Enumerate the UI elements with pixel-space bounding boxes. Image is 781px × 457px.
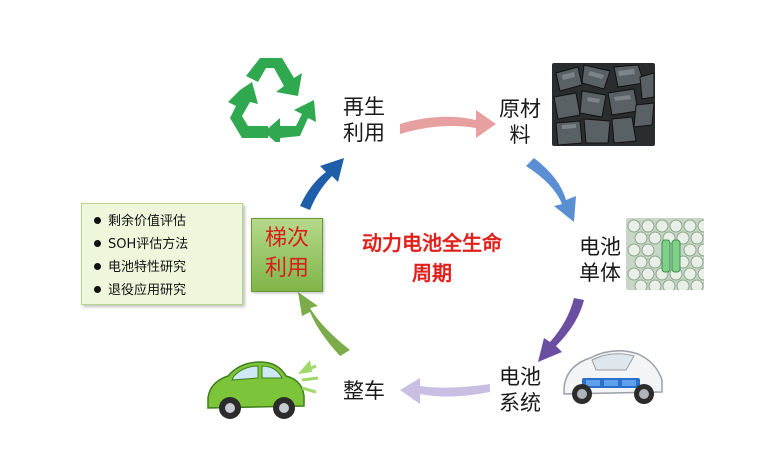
bullet-icon bbox=[94, 240, 101, 247]
ev-chassis-photo bbox=[563, 350, 663, 404]
bullet-icon bbox=[94, 286, 101, 293]
green-car-photo bbox=[207, 360, 319, 419]
node-regeneration-line1: 再生 bbox=[343, 95, 385, 119]
bullet-icon bbox=[94, 263, 101, 270]
node-regeneration-line2: 利用 bbox=[343, 121, 385, 145]
arrow-vehicle-to-cascade bbox=[298, 292, 350, 356]
cascade-use-line2: 利用 bbox=[264, 256, 309, 281]
center-title-line1: 动力电池全生命 bbox=[362, 231, 502, 255]
note-text: SOH评估方法 bbox=[108, 237, 189, 252]
note-text: 电池特性研究 bbox=[108, 260, 187, 275]
cascade-use-line1: 梯次 bbox=[264, 226, 309, 251]
note-text: 剩余价值评估 bbox=[108, 214, 187, 229]
arrow-system-to-vehicle bbox=[400, 378, 490, 404]
node-raw-material: 原材 料 bbox=[496, 96, 544, 148]
node-battery-system-line1: 电池 bbox=[499, 365, 541, 389]
center-title-line2: 周期 bbox=[412, 261, 452, 285]
cascade-use-box: 梯次 利用 bbox=[251, 218, 323, 292]
note-text: 退役应用研究 bbox=[108, 283, 187, 298]
arrow-cell-to-system bbox=[538, 298, 584, 362]
node-battery-cell: 电池 单体 bbox=[576, 234, 624, 286]
list-item: SOH评估方法 bbox=[94, 233, 234, 256]
battery-cells-photo bbox=[626, 218, 704, 290]
raw-material-photo bbox=[552, 63, 655, 146]
node-regeneration: 再生 利用 bbox=[340, 94, 388, 146]
node-battery-system: 电池 系统 bbox=[496, 364, 544, 416]
center-title: 动力电池全生命 周期 bbox=[340, 228, 524, 288]
node-vehicle: 整车 bbox=[338, 378, 390, 404]
node-vehicle-line1: 整车 bbox=[343, 379, 385, 403]
arrow-cascade-to-regen bbox=[300, 158, 344, 210]
node-battery-system-line2: 系统 bbox=[499, 391, 541, 415]
node-battery-cell-line1: 电池 bbox=[579, 235, 621, 259]
recycle-icon bbox=[228, 58, 316, 142]
node-battery-cell-line2: 单体 bbox=[579, 261, 621, 285]
list-item: 电池特性研究 bbox=[94, 256, 234, 279]
node-raw-material-line2: 料 bbox=[509, 123, 531, 147]
list-item: 退役应用研究 bbox=[94, 279, 234, 302]
arrow-regen-to-raw bbox=[400, 110, 496, 138]
cascade-notes-list: 剩余价值评估 SOH评估方法 电池特性研究 退役应用研究 bbox=[94, 210, 234, 302]
node-raw-material-line1: 原材 bbox=[499, 97, 541, 121]
cascade-notes-box: 剩余价值评估 SOH评估方法 电池特性研究 退役应用研究 bbox=[81, 203, 243, 305]
arrow-raw-to-cell bbox=[526, 158, 576, 222]
list-item: 剩余价值评估 bbox=[94, 210, 234, 233]
bullet-icon bbox=[94, 217, 101, 224]
